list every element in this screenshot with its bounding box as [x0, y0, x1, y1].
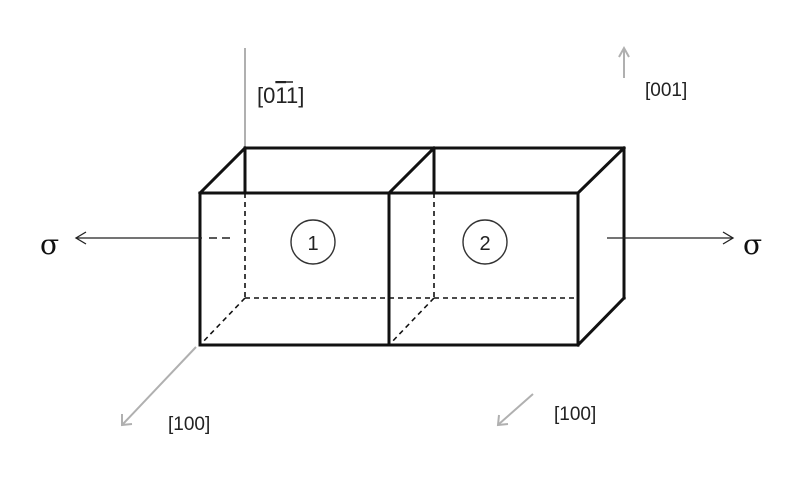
- axis-vertical-right: [618, 45, 630, 78]
- direction-label-front-right: [100]: [554, 404, 596, 425]
- direction-label-vertical-left-suffix: 1]: [286, 83, 304, 108]
- grain-2-marker: 2: [462, 219, 508, 265]
- direction-label-vertical-right: [001]: [645, 80, 687, 101]
- top-left-depth-edge: [197, 145, 248, 196]
- stress-arrow-right: [607, 231, 735, 245]
- axis-front-left-arrowhead: [121, 414, 133, 427]
- grain-1-circle: [290, 219, 336, 265]
- direction-label-vertical-left-prefix: [0: [257, 83, 275, 108]
- direction-label-front-left: [100]: [168, 414, 210, 435]
- hidden-edge-bottom-left-depth: [199, 297, 246, 346]
- hidden-edges: [199, 193, 578, 346]
- top-right-depth-edge: [575, 145, 627, 196]
- grain-2-label: 2: [479, 233, 490, 255]
- grain-boundary-top-edge: [386, 145, 437, 196]
- direction-label-vertical-left: [011]: [257, 83, 304, 108]
- visible-edges: [197, 145, 627, 348]
- stress-symbol-left: σ: [40, 228, 59, 261]
- direction-label-vertical-left-bar-digit: 1: [275, 83, 287, 108]
- stress-arrow-left: [74, 231, 230, 245]
- stress-arrow-left-arrowhead: [74, 231, 87, 245]
- stress-arrow-right-arrowhead: [722, 231, 735, 245]
- axis-vertical-right-arrowhead: [618, 45, 630, 58]
- axis-front-left: [121, 346, 197, 427]
- hidden-edge-boundary-bottom-depth: [388, 297, 435, 346]
- axis-front-right-line: [498, 393, 534, 425]
- axis-front-right-arrowhead: [496, 414, 509, 427]
- grain-1-marker: 1: [290, 219, 336, 265]
- stress-symbol-right: σ: [743, 228, 762, 261]
- grain-2-circle: [462, 219, 508, 265]
- bottom-right-depth-edge: [575, 295, 627, 348]
- grain-1-label: 1: [307, 233, 318, 255]
- axis-front-left-line: [122, 346, 197, 425]
- axis-front-right: [496, 393, 534, 427]
